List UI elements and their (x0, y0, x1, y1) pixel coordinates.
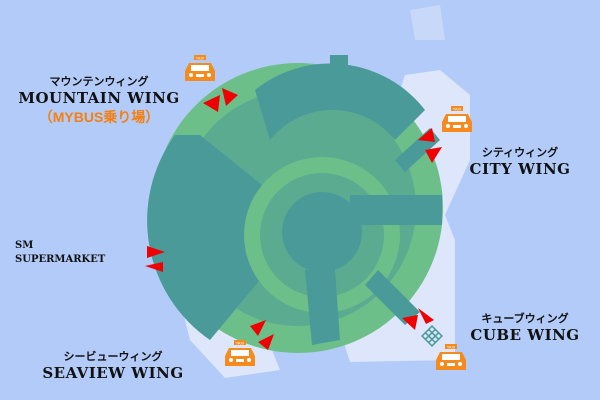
mountain-wing-jp: マウンテンウィング (49, 76, 149, 88)
arrow-icon (425, 147, 442, 163)
seaview-wing-en: SEAVIEW WING (42, 364, 184, 382)
seaview-wing-block (147, 135, 268, 340)
cube-wing-label[interactable]: キューブウィング CUBE WING (455, 310, 595, 344)
mountain-wing-en: MOUNTAIN WING (18, 89, 180, 107)
sm-supermarket-label[interactable]: SM SUPERMARKET (15, 240, 105, 265)
city-wing-jp: シティウィング (481, 147, 559, 159)
seaview-wing-jp: シービューウィング (63, 351, 163, 363)
arrow-icon (147, 246, 165, 258)
arrow-icon (418, 308, 434, 324)
mountain-wing-block (255, 63, 425, 141)
sm-line2: SUPERMARKET (15, 254, 106, 265)
svg-text:TAXI: TAXI (453, 106, 462, 111)
mountain-wing-label[interactable]: マウンテンウィング MOUNTAIN WING （MYBUS乗り場） (8, 73, 190, 127)
mybus-stop-note: （MYBUS乗り場） (38, 109, 160, 125)
svg-text:TAXI: TAXI (447, 344, 456, 349)
north-corridor (330, 55, 348, 85)
svg-text:TAXI: TAXI (236, 340, 245, 345)
cube-wing-en: CUBE WING (470, 326, 580, 344)
arrow-icon (258, 334, 274, 350)
building-area-north (410, 5, 445, 40)
arrow-icon (203, 95, 220, 112)
taxi-icon: TAXI (442, 106, 472, 132)
cube-wing-jp: キューブウィング (481, 313, 569, 325)
cube-wing-corridor (365, 270, 420, 325)
cube-grid-icon (421, 325, 443, 347)
seaview-wing-label[interactable]: シービューウィング SEAVIEW WING (18, 348, 208, 382)
taxi-icon: TAXI (185, 55, 215, 81)
arrow-icon (402, 315, 418, 330)
taxi-icon: TAXI (436, 344, 466, 370)
arrow-icon (418, 128, 435, 142)
south-corridor (305, 270, 340, 345)
city-wing-corridor (350, 195, 442, 225)
sm-link (157, 252, 179, 260)
svg-text:TAXI: TAXI (196, 55, 205, 60)
central-court (282, 192, 362, 272)
arrow-icon (250, 320, 266, 336)
taxi-icon: TAXI (225, 340, 255, 366)
arrow-icon (222, 88, 238, 106)
city-wing-en: CITY WING (469, 160, 571, 178)
entrance-arrows (145, 88, 442, 350)
city-wing-label[interactable]: シティウィング CITY WING (455, 144, 585, 178)
sm-line1: SM (15, 240, 34, 251)
arrow-icon (145, 262, 163, 272)
